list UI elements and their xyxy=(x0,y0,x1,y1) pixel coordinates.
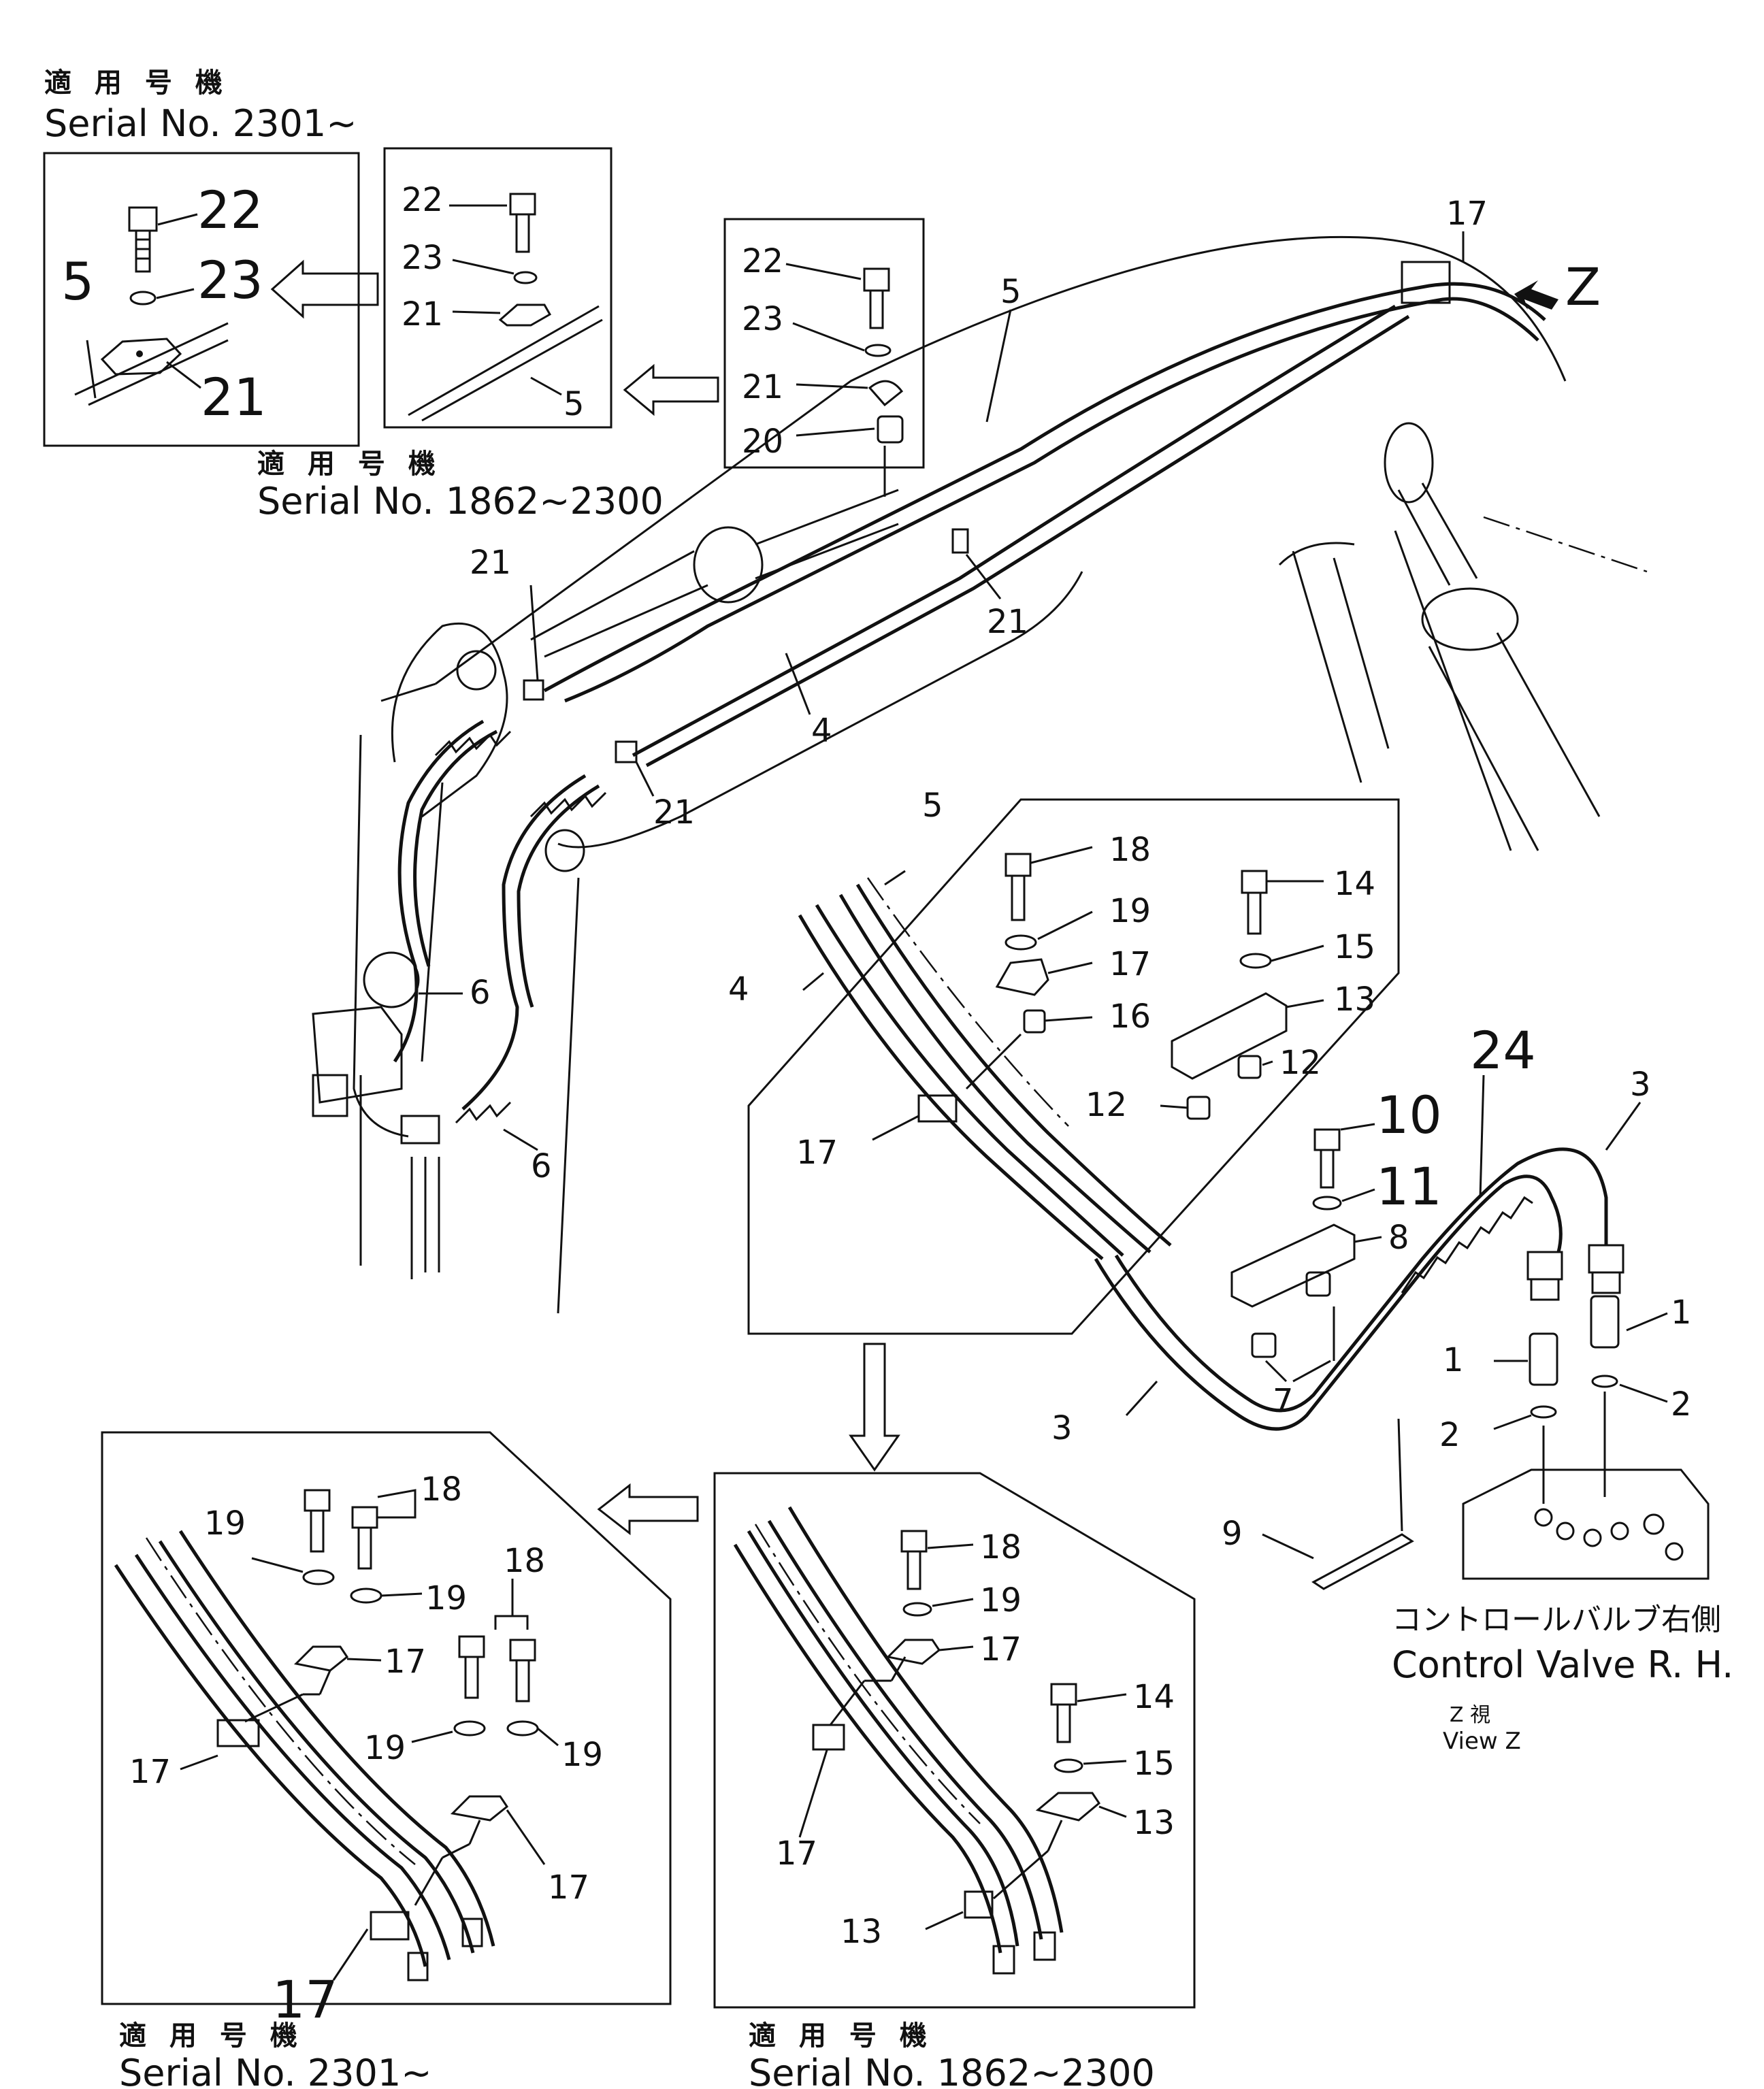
label-17-f-3: 17 xyxy=(129,1753,171,1791)
label-11: 11 xyxy=(1376,1156,1442,1217)
detail-box-d: 5 4 18 19 17 16 14 15 13 12 12 17 xyxy=(728,787,1400,1335)
label-21-b: 21 xyxy=(402,295,443,333)
label-6-lower: 6 xyxy=(531,1147,552,1185)
serial-jp-e: 適 用 号 機 xyxy=(749,2020,934,2052)
serial-text-b: Serial No. 1862~2300 xyxy=(257,480,664,523)
label-18-e: 18 xyxy=(980,1528,1022,1566)
boom-main-drawing: 17 Z 5 21 21 4 21 6 6 xyxy=(312,195,1648,1314)
label-1-right: 1 xyxy=(1671,1294,1692,1332)
label-13-e: 13 xyxy=(1133,1804,1175,1842)
label-16-d: 16 xyxy=(1109,998,1151,1036)
label-14-e: 14 xyxy=(1133,1678,1175,1716)
label-5-boom: 5 xyxy=(1000,273,1022,311)
label-8: 8 xyxy=(1388,1219,1409,1257)
label-10: 10 xyxy=(1376,1085,1442,1145)
label-z-arrow: Z xyxy=(1565,257,1601,317)
label-21-big: 21 xyxy=(201,367,267,427)
label-17-d: 17 xyxy=(1109,945,1151,983)
view-z-jp: Z 視 xyxy=(1450,1703,1490,1727)
label-12-right: 12 xyxy=(1279,1044,1321,1082)
label-17-e-lower: 17 xyxy=(776,1835,817,1873)
label-23-b: 23 xyxy=(402,239,443,277)
serial-text-e: Serial No. 1862~2300 xyxy=(749,2052,1155,2089)
label-13-e-lower: 13 xyxy=(840,1913,882,1951)
label-21-c: 21 xyxy=(742,368,783,406)
label-19-e: 19 xyxy=(980,1581,1022,1619)
detail-box-f: 18 19 19 17 18 19 19 17 17 17 xyxy=(101,1431,672,2030)
label-18-d: 18 xyxy=(1109,831,1151,869)
label-19-d: 19 xyxy=(1109,892,1151,930)
label-5-d: 5 xyxy=(922,787,943,825)
label-5-b: 5 xyxy=(564,385,585,423)
label-17-e: 17 xyxy=(980,1630,1022,1668)
detail-box-e: 18 19 17 14 15 13 17 13 xyxy=(713,1472,1196,2009)
label-7: 7 xyxy=(1273,1382,1294,1420)
label-5-big: 5 xyxy=(61,251,94,312)
serial-jp-b: 適 用 号 機 xyxy=(257,448,442,480)
label-15-e: 15 xyxy=(1133,1745,1175,1783)
label-17-d-lower: 17 xyxy=(796,1134,838,1172)
serial-text-f: Serial No. 2301~ xyxy=(119,2052,431,2089)
label-17-f-2: 17 xyxy=(548,1869,589,1907)
label-3-lower: 3 xyxy=(1051,1409,1073,1447)
view-z-en: View Z xyxy=(1443,1728,1521,1755)
detail-box-c: 22 23 21 20 xyxy=(723,218,925,497)
detail-box-b: 22 23 21 5 xyxy=(383,147,612,429)
label-22-big: 22 xyxy=(197,180,263,240)
arrow-box-b-to-a xyxy=(270,259,379,319)
label-18-f-top: 18 xyxy=(421,1470,462,1509)
label-22-c: 22 xyxy=(742,242,783,280)
control-valve-jp: コントロールバルブ右側 xyxy=(1392,1602,1721,1637)
label-15-d: 15 xyxy=(1334,928,1375,966)
label-13-d: 13 xyxy=(1334,981,1375,1019)
label-6-upper: 6 xyxy=(470,974,491,1012)
label-3-right: 3 xyxy=(1630,1066,1651,1104)
serial-jp-f: 適 用 号 機 xyxy=(119,2020,304,2052)
label-19-f-4: 19 xyxy=(561,1736,603,1774)
label-17-f-big: 17 xyxy=(272,1969,338,2030)
label-21-left: 21 xyxy=(470,544,511,582)
label-4-d: 4 xyxy=(728,970,749,1008)
label-2-right: 2 xyxy=(1671,1385,1692,1424)
label-14-d: 14 xyxy=(1334,865,1375,903)
label-24: 24 xyxy=(1470,1020,1536,1081)
label-19-f-3: 19 xyxy=(364,1729,406,1767)
label-19-f-1: 19 xyxy=(204,1504,246,1543)
detail-box-a: 22 23 21 5 xyxy=(43,152,360,447)
control-valve-en: Control Valve R. H. xyxy=(1392,1643,1733,1686)
label-12-left: 12 xyxy=(1085,1086,1127,1124)
header-serial-top-left: Serial No. 2301~ xyxy=(44,102,357,145)
label-21-lower: 21 xyxy=(653,793,695,832)
header-jp-top-left: 適 用 号 機 xyxy=(44,67,229,99)
label-21-mid: 21 xyxy=(987,603,1028,641)
arrow-box-d-down xyxy=(849,1343,900,1472)
label-1-left: 1 xyxy=(1443,1341,1464,1379)
label-18-f-2: 18 xyxy=(504,1542,545,1580)
label-23-big: 23 xyxy=(197,250,263,310)
pipe-3-route: 10 11 8 7 24 3 1 1 2 2 3 9 xyxy=(1051,1020,1710,1590)
arrow-box-c-to-b xyxy=(623,363,719,416)
label-23-c: 23 xyxy=(742,300,783,338)
label-17-f-1: 17 xyxy=(385,1643,426,1681)
arrow-box-e-to-f xyxy=(597,1483,699,1536)
label-4-boom: 4 xyxy=(811,712,832,750)
label-22-b: 22 xyxy=(402,181,443,219)
label-19-f-2: 19 xyxy=(425,1579,467,1617)
label-17-top: 17 xyxy=(1446,195,1488,233)
label-2-left: 2 xyxy=(1439,1416,1460,1454)
label-9: 9 xyxy=(1222,1515,1243,1553)
